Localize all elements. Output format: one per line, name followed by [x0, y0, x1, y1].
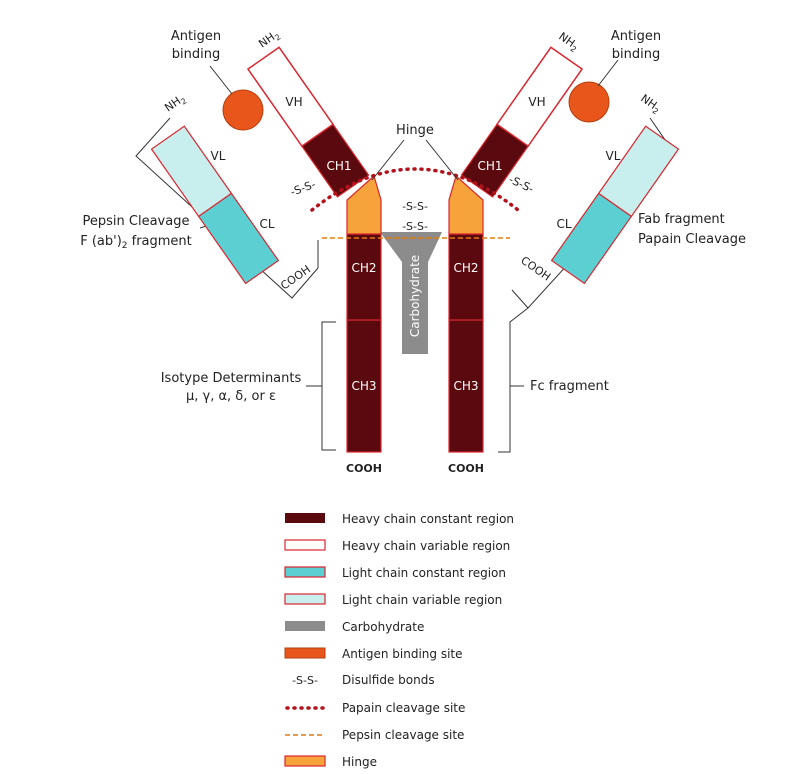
- legend-swatch-hinge: [284, 755, 326, 767]
- legend-swatch-heavy-variable: [284, 539, 326, 551]
- left-cl-label: CL: [259, 217, 274, 231]
- hinge-disulfide-top: -S-S-: [402, 200, 428, 213]
- left-antigen-label-2: binding: [172, 47, 220, 62]
- carbohydrate-region: [380, 232, 442, 354]
- right-ch2-label: CH2: [453, 261, 478, 275]
- left-light-cooh: COOH: [278, 263, 313, 293]
- right-heavy-cooh: COOH: [448, 462, 484, 475]
- left-ch2: [346, 233, 382, 321]
- legend: Heavy chain constant region Heavy chain …: [284, 512, 514, 769]
- isotype-label-1: Isotype Determinants: [161, 371, 302, 386]
- legend-label-antigen: Antigen binding site: [342, 647, 463, 661]
- right-light-cooh: COOH: [518, 254, 553, 284]
- left-ch3: [346, 319, 382, 453]
- legend-label-light-variable: Light chain variable region: [342, 593, 502, 607]
- fab-fragment-label-2: Papain Cleavage: [638, 232, 746, 247]
- right-vh: [495, 46, 584, 148]
- right-antigen-label-1: Antigen: [611, 29, 661, 44]
- left-vh: [246, 46, 335, 148]
- fc-fragment-label: Fc fragment: [530, 379, 609, 394]
- right-vl: [597, 125, 680, 218]
- legend-label-hinge: Hinge: [342, 755, 377, 769]
- legend-swatch-light-variable: [284, 593, 326, 605]
- legend-label-carbohydrate: Carbohydrate: [342, 620, 424, 634]
- left-vh-label: VH: [285, 95, 302, 109]
- left-disulfide: -S-S-: [289, 178, 318, 199]
- isotype-label-2: μ, γ, α, δ, or ε: [186, 389, 276, 404]
- pepsin-fragment-label-1: Pepsin Cleavage: [83, 214, 190, 229]
- carbohydrate-label: Carbohydrate: [408, 255, 422, 337]
- fab-fragment-label-1: Fab fragment: [638, 212, 725, 227]
- legend-label-papain: Papain cleavage site: [342, 701, 465, 715]
- hinge-leader-left: [371, 139, 405, 181]
- right-ch2: [448, 233, 484, 321]
- left-antigen-leader: [209, 65, 233, 95]
- right-hinge: [448, 174, 484, 235]
- left-hinge: [346, 174, 382, 235]
- svg-text:NH2: NH2: [162, 91, 188, 116]
- hinge-disulfide-bottom: -S-S-: [402, 220, 428, 233]
- legend-label-disulfide: Disulfide bonds: [342, 673, 435, 687]
- pepsin-fragment-label-2: F (ab')2 fragment: [80, 234, 192, 251]
- legend-label-pepsin: Pepsin cleavage site: [342, 728, 464, 742]
- papain-cleavage-site: [310, 167, 520, 212]
- left-ch2-label: CH2: [351, 261, 376, 275]
- right-disulfide: -S-S-: [507, 173, 536, 196]
- left-vl-label: VL: [211, 149, 226, 163]
- left-ch3-label: CH3: [351, 379, 376, 393]
- left-heavy-cooh: COOH: [346, 462, 382, 475]
- left-ch1-label: CH1: [326, 159, 351, 173]
- svg-text:NH2: NH2: [637, 92, 663, 117]
- svg-text:NH2: NH2: [555, 30, 581, 55]
- right-vh-label: VH: [528, 95, 545, 109]
- legend-label-light-constant: Light chain constant region: [342, 566, 506, 580]
- right-light-nh2: NH2: [637, 92, 663, 117]
- hinge-label: Hinge: [396, 123, 434, 138]
- legend-swatch-disulfide: -S-S-: [292, 674, 318, 687]
- right-cl-label: CL: [556, 217, 571, 231]
- right-antigen-binding-site: [568, 81, 610, 123]
- left-vl: [150, 125, 233, 218]
- left-antigen-label-1: Antigen: [171, 29, 221, 44]
- legend-swatch-heavy-constant: [285, 513, 325, 523]
- legend-label-heavy-constant: Heavy chain constant region: [342, 512, 514, 526]
- right-ch3: [448, 319, 484, 453]
- legend-swatch-light-constant: [284, 566, 326, 578]
- left-antigen-binding-site: [222, 89, 264, 131]
- right-heavy-nh2: NH2: [555, 30, 581, 55]
- legend-swatch-carbohydrate: [285, 621, 325, 631]
- right-antigen-label-2: binding: [612, 47, 660, 62]
- right-ch1-label: CH1: [477, 159, 502, 173]
- isotype-bracket: [306, 321, 336, 451]
- right-ch3-label: CH3: [453, 379, 478, 393]
- legend-label-heavy-variable: Heavy chain variable region: [342, 539, 510, 553]
- right-vl-label: VL: [606, 149, 621, 163]
- right-antigen-leader: [597, 59, 619, 87]
- legend-swatch-antigen: [284, 647, 326, 659]
- left-light-nh2: NH2: [162, 91, 188, 116]
- hinge-leader-right: [425, 139, 459, 181]
